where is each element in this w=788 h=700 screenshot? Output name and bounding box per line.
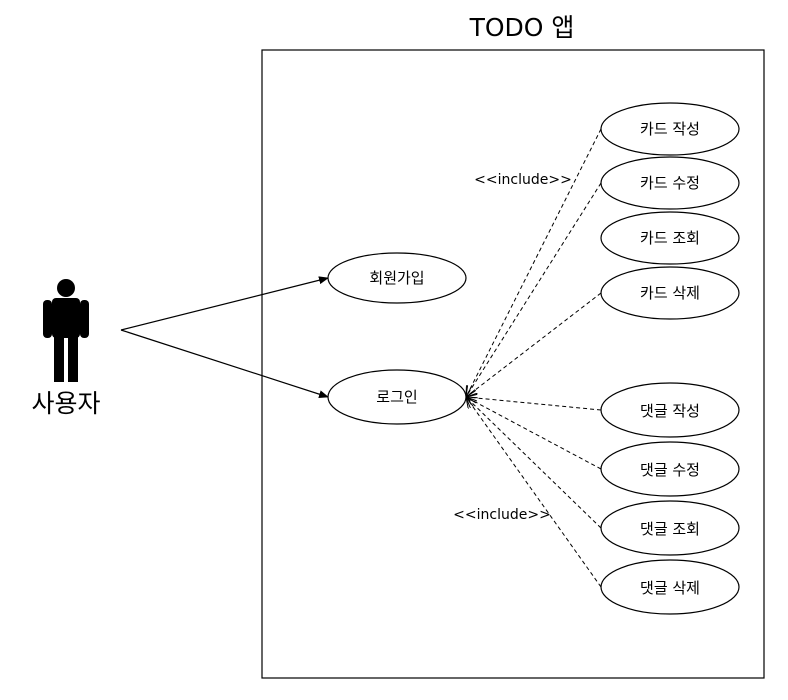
association-login [120, 329, 329, 399]
use-case-signup[interactable]: 회원가입 [327, 252, 467, 304]
use-case-login[interactable]: 로그인 [327, 369, 467, 425]
use-case-label: 카드 작성 [640, 120, 700, 138]
use-case-card-edit[interactable]: 카드 수정 [600, 156, 740, 210]
use-case-label: 회원가입 [369, 269, 424, 287]
system-title: TODO 앱 [469, 13, 575, 42]
include-line-comment-delete [466, 397, 602, 588]
use-case-label: 카드 수정 [640, 174, 700, 192]
use-case-comment-create[interactable]: 댓글 작성 [600, 382, 740, 438]
include-stereotype-top: <<include>> [474, 172, 572, 188]
include-line-comment-view [466, 397, 602, 529]
use-case-card-create[interactable]: 카드 작성 [600, 102, 740, 156]
include-stereotype-bottom: <<include>> [453, 507, 551, 523]
use-case-label: 로그인 [376, 388, 417, 406]
actor-label: 사용자 [31, 389, 100, 418]
use-case-label: 댓글 수정 [640, 461, 700, 479]
use-case-label: 댓글 작성 [640, 402, 700, 420]
use-case-card-view[interactable]: 카드 조회 [600, 211, 740, 265]
include-lines [466, 128, 602, 588]
use-case-label: 댓글 삭제 [640, 579, 700, 597]
use-case-label: 카드 삭제 [640, 284, 700, 302]
use-case-label: 댓글 조회 [640, 520, 700, 538]
include-line-comment-create [466, 397, 602, 411]
use-case-card-delete[interactable]: 카드 삭제 [600, 266, 740, 320]
person-icon [43, 279, 89, 382]
use-case-comment-view[interactable]: 댓글 조회 [600, 500, 740, 556]
association-signup [120, 276, 329, 331]
use-case-comment-edit[interactable]: 댓글 수정 [600, 441, 740, 497]
include-line-comment-edit [466, 397, 602, 470]
include-line-card-create [466, 128, 602, 397]
include-line-card-delete [466, 292, 602, 397]
include-line-card-edit [466, 182, 602, 397]
use-case-label: 카드 조회 [640, 229, 700, 247]
use-case-comment-delete[interactable]: 댓글 삭제 [600, 559, 740, 615]
system-boundary [261, 49, 765, 679]
